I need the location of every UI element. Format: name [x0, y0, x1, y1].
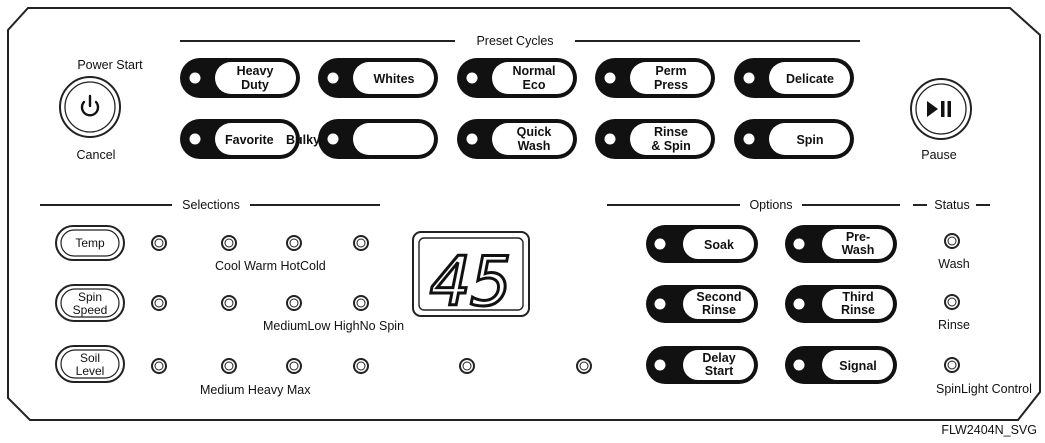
option-signal-label: Signal [839, 359, 877, 373]
preset-cycles-label: Preset Cycles [476, 34, 553, 48]
option-button-second-rinse[interactable]: Second Rinse [646, 285, 758, 323]
option-button-soak[interactable]: Soak [646, 225, 758, 263]
cycle-rinse-spin-line2: & Spin [651, 139, 691, 153]
option-button-third-rinse[interactable]: Third Rinse [785, 285, 897, 323]
status-rinse-label: Rinse [938, 318, 970, 332]
cycle-spin-label: Spin [796, 133, 823, 147]
option-second-rinse-line1: Second [696, 290, 741, 304]
model-code-label: FLW2404N_SVG [941, 423, 1037, 437]
option-pre-wash-line1: Pre- [846, 230, 870, 244]
time-display-digits: 45 [430, 243, 512, 322]
temp-indicator-light-2 [221, 235, 237, 251]
power-icon [80, 94, 100, 117]
power-start-label: Power Start [77, 58, 143, 72]
cycle-button-spin[interactable]: Spin [734, 119, 854, 159]
spin-indicator-light-1 [151, 295, 167, 311]
status-wash-label: Wash [938, 257, 970, 271]
pause-label: Pause [921, 148, 956, 162]
cycle-delicate-label: Delicate [786, 72, 834, 86]
soil-indicator-light-3 [286, 358, 302, 374]
cycle-bulky-label: Bulky [286, 133, 320, 147]
status-light-spin [944, 357, 960, 373]
options-label: Options [749, 198, 792, 212]
status-label: Status [934, 198, 969, 212]
panel-outline [7, 7, 1041, 421]
soil-indicator-light-2 [221, 358, 237, 374]
option-third-rinse-line2: Rinse [841, 303, 875, 317]
cycle-button-heavy-duty[interactable]: Heavy Duty [180, 58, 300, 98]
power-button[interactable] [59, 76, 121, 138]
cycle-button-quick-wash[interactable]: Quick Wash [457, 119, 577, 159]
spin-speed-line2: Speed [73, 303, 108, 317]
spin-options-label: MediumLow HighNo Spin [263, 319, 404, 333]
temp-options-label: Cool Warm HotCold [215, 259, 326, 273]
soil-level-line2: Level [76, 364, 105, 378]
temp-indicator-light-3 [286, 235, 302, 251]
option-third-rinse-line1: Third [842, 290, 873, 304]
spin-speed-button[interactable]: Spin Speed [55, 284, 125, 322]
time-display: 45 [412, 231, 530, 324]
cycle-heavy-duty-line1: Heavy [237, 64, 274, 78]
cycle-button-rinse-spin[interactable]: Rinse & Spin [595, 119, 715, 159]
spin-indicator-light-2 [221, 295, 237, 311]
cycle-perm-press-line1: Perm [655, 64, 686, 78]
cycle-quick-wash-line2: Wash [518, 139, 551, 153]
cycle-perm-press-line2: Press [654, 78, 688, 92]
soil-level-line1: Soil [80, 351, 100, 365]
pause-button[interactable] [910, 78, 972, 140]
option-button-pre-wash[interactable]: Pre- Wash [785, 225, 897, 263]
cycle-button-perm-press[interactable]: Perm Press [595, 58, 715, 98]
cancel-label: Cancel [77, 148, 116, 162]
temp-button[interactable]: Temp [55, 225, 125, 261]
option-pre-wash-line2: Wash [842, 243, 875, 257]
indicator-light-extra-2 [576, 358, 592, 374]
cycle-normal-eco-line1: Normal [512, 64, 555, 78]
cycle-heavy-duty-line2: Duty [241, 78, 269, 92]
indicator-light-extra-1 [459, 358, 475, 374]
spin-indicator-light-3 [286, 295, 302, 311]
temp-indicator-light-1 [151, 235, 167, 251]
cycle-button-delicate[interactable]: Delicate [734, 58, 854, 98]
option-soak-label: Soak [704, 238, 734, 252]
cycle-button-whites[interactable]: Whites [318, 58, 438, 98]
cycle-whites-label: Whites [374, 72, 415, 86]
soil-options-label: Medium Heavy Max [200, 383, 311, 397]
option-delay-start-line2: Start [705, 364, 734, 378]
cycle-button-normal-eco[interactable]: Normal Eco [457, 58, 577, 98]
soil-level-button[interactable]: Soil Level [55, 345, 125, 383]
temp-indicator-light-4 [353, 235, 369, 251]
cycle-quick-wash-line1: Quick [517, 125, 552, 139]
option-delay-start-line1: Delay [702, 351, 735, 365]
spin-speed-line1: Spin [78, 290, 102, 304]
selections-label: Selections [182, 198, 240, 212]
cycle-button-favorite[interactable]: Favorite [180, 119, 300, 159]
status-light-wash [944, 233, 960, 249]
status-spin-light-control-label: SpinLight Control [936, 382, 1032, 396]
cycle-normal-eco-line2: Eco [523, 78, 546, 92]
cycle-button-blank[interactable] [318, 119, 438, 159]
temp-label: Temp [75, 236, 105, 250]
spin-indicator-light-4 [353, 295, 369, 311]
option-button-delay-start[interactable]: Delay Start [646, 346, 758, 384]
soil-indicator-light-1 [151, 358, 167, 374]
option-second-rinse-line2: Rinse [702, 303, 736, 317]
option-button-signal[interactable]: Signal [785, 346, 897, 384]
cycle-rinse-spin-line1: Rinse [654, 125, 688, 139]
play-pause-icon [927, 101, 951, 117]
cycle-favorite-label: Favorite [225, 133, 274, 147]
status-light-rinse [944, 294, 960, 310]
soil-indicator-light-4 [353, 358, 369, 374]
